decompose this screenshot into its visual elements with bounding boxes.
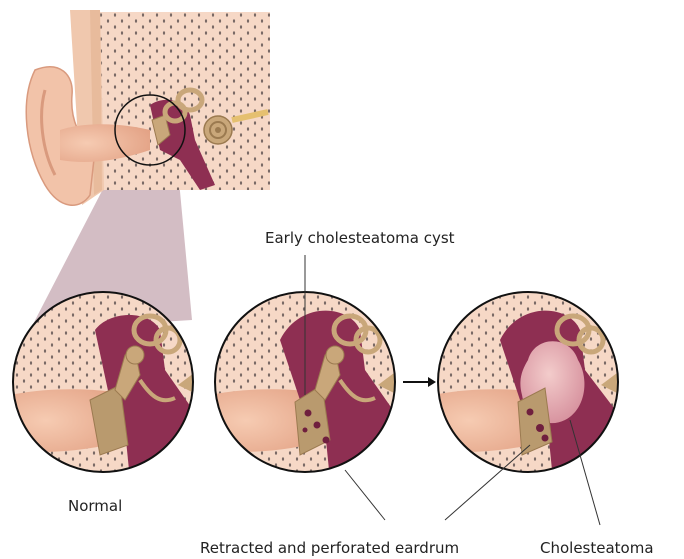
leader-retracted-left <box>345 470 385 520</box>
progression-arrow <box>403 377 436 387</box>
circle-cholesteatoma <box>433 290 623 480</box>
label-early-cholesteatoma-cyst: Early cholesteatoma cyst <box>265 229 455 247</box>
label-normal: Normal <box>68 497 122 515</box>
label-retracted-perforated-eardrum: Retracted and perforated eardrum <box>200 539 459 557</box>
label-cholesteatoma: Cholesteatoma <box>540 539 654 557</box>
outer-ear-cross-section <box>26 10 270 205</box>
